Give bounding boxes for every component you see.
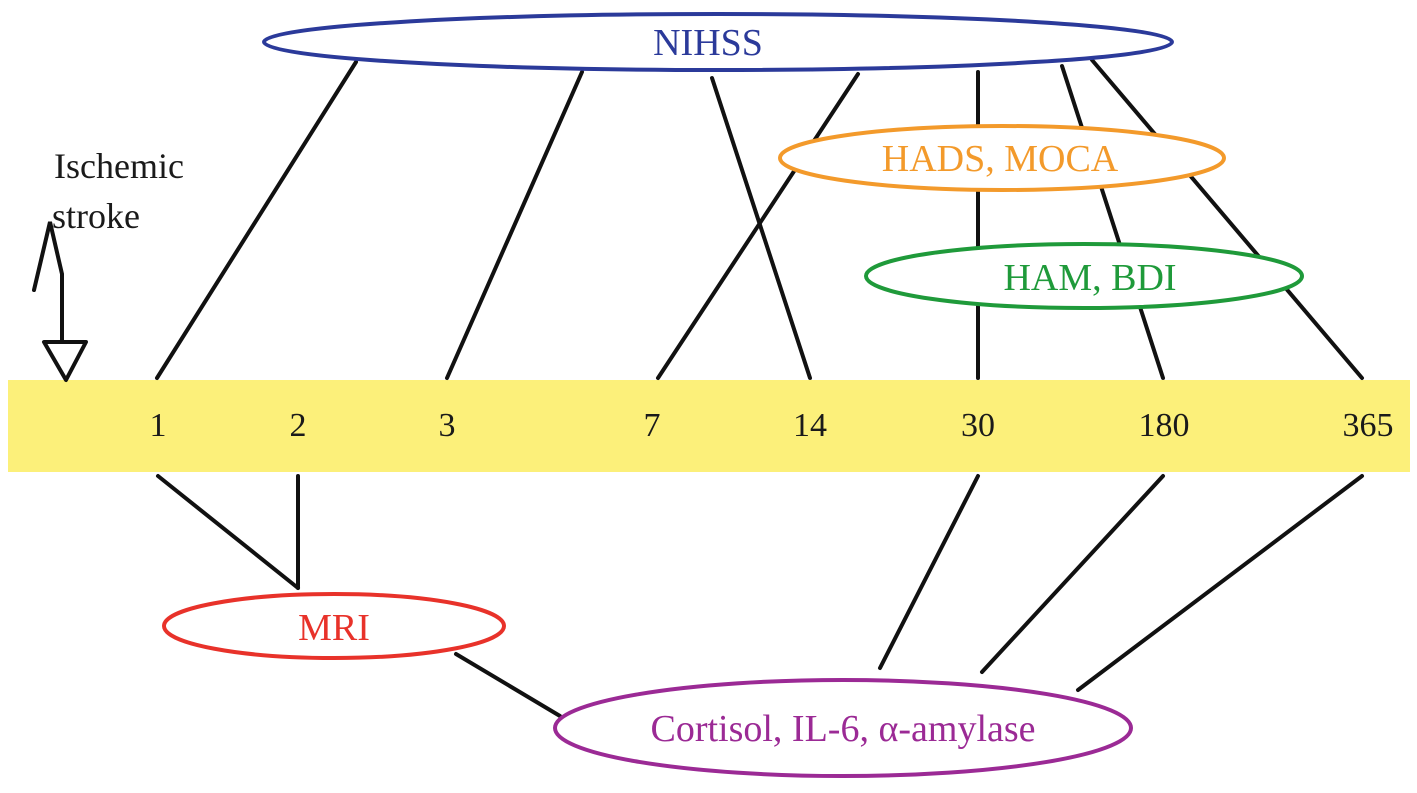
hads-moca-node: HADS, MOCA (778, 124, 1226, 192)
nihss-label: NIHSS (653, 22, 763, 64)
day-tick: 365 (1343, 407, 1394, 444)
connector-nihss-day180 (1060, 64, 1165, 380)
connector-nihss-day1 (155, 60, 358, 380)
connector-day30-cortisol (878, 474, 980, 670)
mri-node: MRI (162, 592, 506, 660)
top-connectors (155, 58, 1364, 380)
connector-nihss-day365 (1090, 58, 1364, 380)
connector-mri-cortisol (454, 652, 562, 718)
day-tick: 30 (961, 407, 995, 444)
cortisol-node: Cortisol, IL-6, α-amylase (553, 678, 1133, 778)
connector-day180-cortisol (980, 474, 1165, 674)
connector-nihss-day7 (656, 72, 860, 380)
day-tick: 2 (290, 407, 307, 444)
connector-nihss-day3 (445, 70, 584, 380)
day-tick: 3 (439, 407, 456, 444)
ham-bdi-node: HAM, BDI (864, 242, 1304, 310)
connector-day1-mri (156, 474, 300, 590)
mri-label: MRI (298, 607, 370, 649)
connector-day365-cortisol (1076, 474, 1364, 692)
stroke-arrow-icon (32, 221, 88, 382)
event-label-line1: Ischemic (54, 146, 184, 186)
ham-bdi-label: HAM, BDI (1003, 257, 1176, 299)
bottom-connectors (156, 474, 1364, 718)
timeline-band (8, 380, 1410, 472)
day-tick: 7 (644, 407, 661, 444)
day-tick: 14 (793, 407, 827, 444)
nihss-node: NIHSS (262, 12, 1174, 72)
event-label-line2: stroke (52, 196, 140, 236)
cortisol-label: Cortisol, IL-6, α-amylase (650, 708, 1035, 750)
hads-moca-label: HADS, MOCA (882, 138, 1119, 180)
connector-nihss-day14 (710, 76, 812, 380)
day-ticks: 1 2 3 7 14 30 180 365 (150, 407, 1394, 444)
day-tick: 180 (1139, 407, 1190, 444)
day-tick: 1 (150, 407, 167, 444)
